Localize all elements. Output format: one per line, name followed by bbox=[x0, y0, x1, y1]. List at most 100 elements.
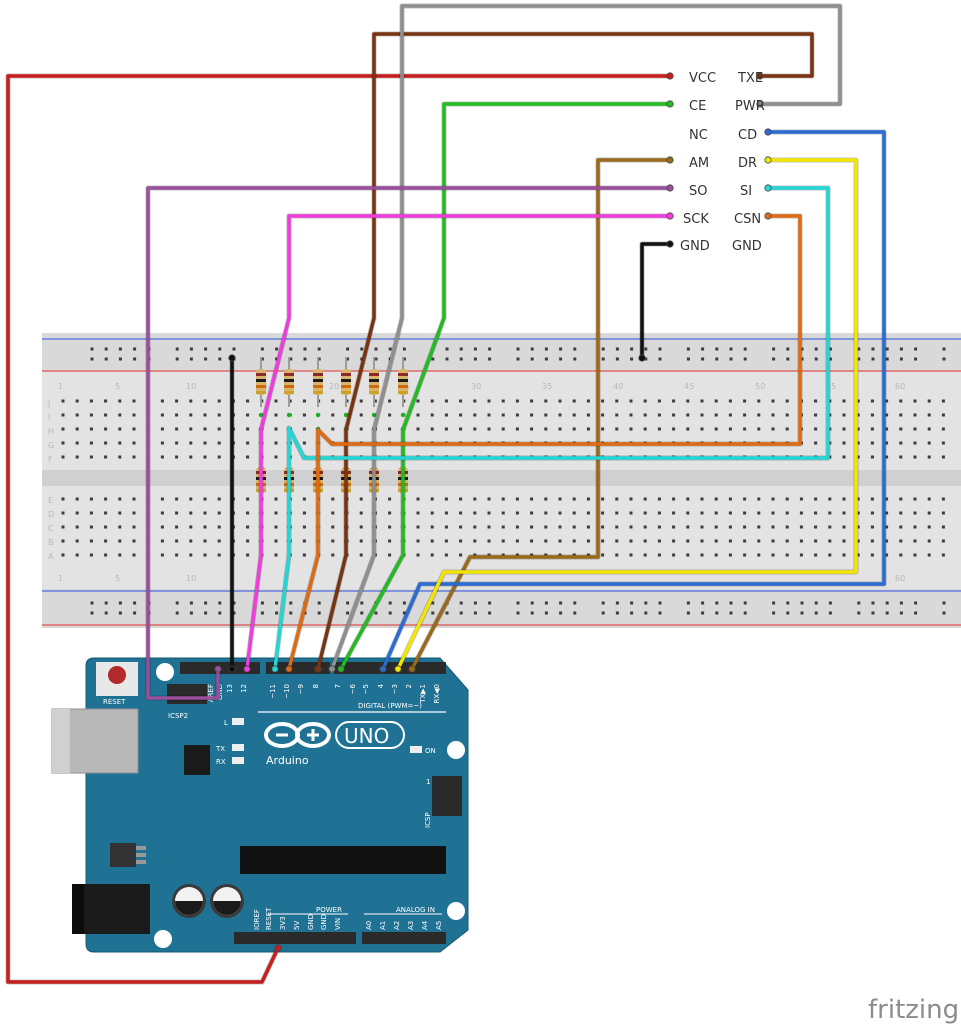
header-pin-label: GND bbox=[216, 684, 224, 700]
dc-power-jack bbox=[72, 884, 150, 934]
breadboard-hole bbox=[714, 413, 718, 417]
breadboard-hole bbox=[572, 427, 576, 431]
breadboard-hole bbox=[104, 539, 108, 543]
bb-col-num: 5 bbox=[115, 574, 120, 583]
breadboard-hole bbox=[104, 497, 108, 501]
analog-pin-label: A3 bbox=[407, 921, 415, 930]
breadboard-hole bbox=[728, 511, 732, 515]
rail-hole bbox=[786, 357, 790, 361]
breadboard-hole bbox=[217, 553, 221, 557]
breadboard-hole bbox=[118, 441, 122, 445]
rail-hole bbox=[701, 347, 705, 351]
reset-button-cap[interactable] bbox=[108, 666, 126, 684]
rail-hole bbox=[260, 611, 264, 615]
rail-hole bbox=[899, 357, 903, 361]
breadboard-hole bbox=[61, 399, 65, 403]
breadboard-hole bbox=[487, 525, 491, 529]
breadboard-hole bbox=[799, 525, 803, 529]
header-pin-label: 13 bbox=[226, 684, 234, 693]
breadboard-hole bbox=[899, 553, 903, 557]
breadboard-hole bbox=[487, 399, 491, 403]
header-pin-label: ~5 bbox=[362, 684, 370, 694]
pin-label-csn: CSN bbox=[734, 212, 761, 227]
bb-row-letter: G bbox=[48, 441, 54, 450]
breadboard-hole bbox=[629, 413, 633, 417]
usb-interface-chip bbox=[184, 745, 210, 775]
breadboard-hole bbox=[771, 539, 775, 543]
resistor-band bbox=[369, 391, 379, 394]
breadboard-hole bbox=[856, 441, 860, 445]
breadboard-hole bbox=[160, 539, 164, 543]
breadboard-hole bbox=[615, 539, 619, 543]
rail-hole bbox=[857, 611, 861, 615]
wire-endpoint bbox=[764, 128, 772, 136]
breadboard-hole bbox=[899, 455, 903, 459]
breadboard-hole bbox=[728, 497, 732, 501]
rail-hole bbox=[431, 357, 435, 361]
breadboard-hole bbox=[501, 525, 505, 529]
breadboard-hole bbox=[430, 427, 434, 431]
rail-hole bbox=[189, 357, 193, 361]
rail-hole bbox=[573, 357, 577, 361]
breadboard-hole bbox=[203, 511, 207, 515]
breadboard-hole bbox=[175, 399, 179, 403]
breadboard-hole bbox=[657, 427, 661, 431]
breadboard-hole bbox=[814, 553, 818, 557]
breadboard-hole bbox=[757, 525, 761, 529]
breadboard-hole bbox=[203, 525, 207, 529]
breadboard-hole bbox=[331, 525, 335, 529]
breadboard-hole bbox=[913, 511, 917, 515]
wire-endpoint bbox=[314, 665, 322, 673]
breadboard-hole bbox=[217, 399, 221, 403]
breadboard-hole bbox=[430, 399, 434, 403]
breadboard-hole bbox=[544, 525, 548, 529]
breadboard-hole bbox=[572, 525, 576, 529]
pin-label-ce: CE bbox=[689, 99, 706, 114]
breadboard-hole bbox=[686, 427, 690, 431]
breadboard-hole bbox=[615, 497, 619, 501]
breadboard-hole bbox=[941, 511, 945, 515]
breadboard-hole bbox=[274, 441, 278, 445]
bb-row-letter: B bbox=[48, 538, 54, 547]
breadboard-hole bbox=[941, 455, 945, 459]
breadboard-hole bbox=[274, 455, 278, 459]
rail-hole bbox=[189, 601, 193, 605]
bb-row-letter: I bbox=[48, 413, 50, 422]
breadboard-hole bbox=[615, 427, 619, 431]
breadboard-hole bbox=[757, 511, 761, 515]
breadboard-hole bbox=[885, 455, 889, 459]
led-rx-label: RX bbox=[216, 758, 226, 766]
wire-cd-blue bbox=[381, 130, 886, 671]
breadboard-hole bbox=[757, 399, 761, 403]
bb-col-num: 50 bbox=[755, 382, 765, 391]
breadboard-hole bbox=[175, 539, 179, 543]
breadboard-hole bbox=[246, 539, 250, 543]
rail-hole bbox=[289, 357, 293, 361]
power-label: POWER bbox=[316, 906, 342, 914]
wire-endpoint bbox=[666, 240, 674, 248]
pin-label-txe: TXE bbox=[737, 71, 763, 86]
breadboard-hole bbox=[771, 413, 775, 417]
breadboard-hole bbox=[160, 427, 164, 431]
rail-hole bbox=[388, 611, 392, 615]
breadboard-hole bbox=[515, 399, 519, 403]
breadboard-hole bbox=[672, 413, 676, 417]
pin-label-cd: CD bbox=[738, 128, 757, 143]
breadboard-hole bbox=[544, 539, 548, 543]
breadboard-hole bbox=[757, 539, 761, 543]
breadboard-hole bbox=[913, 427, 917, 431]
breadboard-hole bbox=[75, 441, 79, 445]
breadboard-hole bbox=[75, 413, 79, 417]
breadboard-hole bbox=[899, 539, 903, 543]
breadboard-hole bbox=[459, 497, 463, 501]
breadboard-hole bbox=[104, 525, 108, 529]
rail-hole bbox=[317, 601, 321, 605]
breadboard-hole bbox=[160, 525, 164, 529]
breadboard-hole bbox=[430, 553, 434, 557]
breadboard-hole bbox=[814, 413, 818, 417]
header-pin-label: TX▶1 bbox=[419, 684, 427, 704]
breadboard-hole bbox=[388, 525, 392, 529]
breadboard-hole bbox=[601, 539, 605, 543]
breadboard-hole bbox=[175, 553, 179, 557]
rail-hole bbox=[260, 601, 264, 605]
